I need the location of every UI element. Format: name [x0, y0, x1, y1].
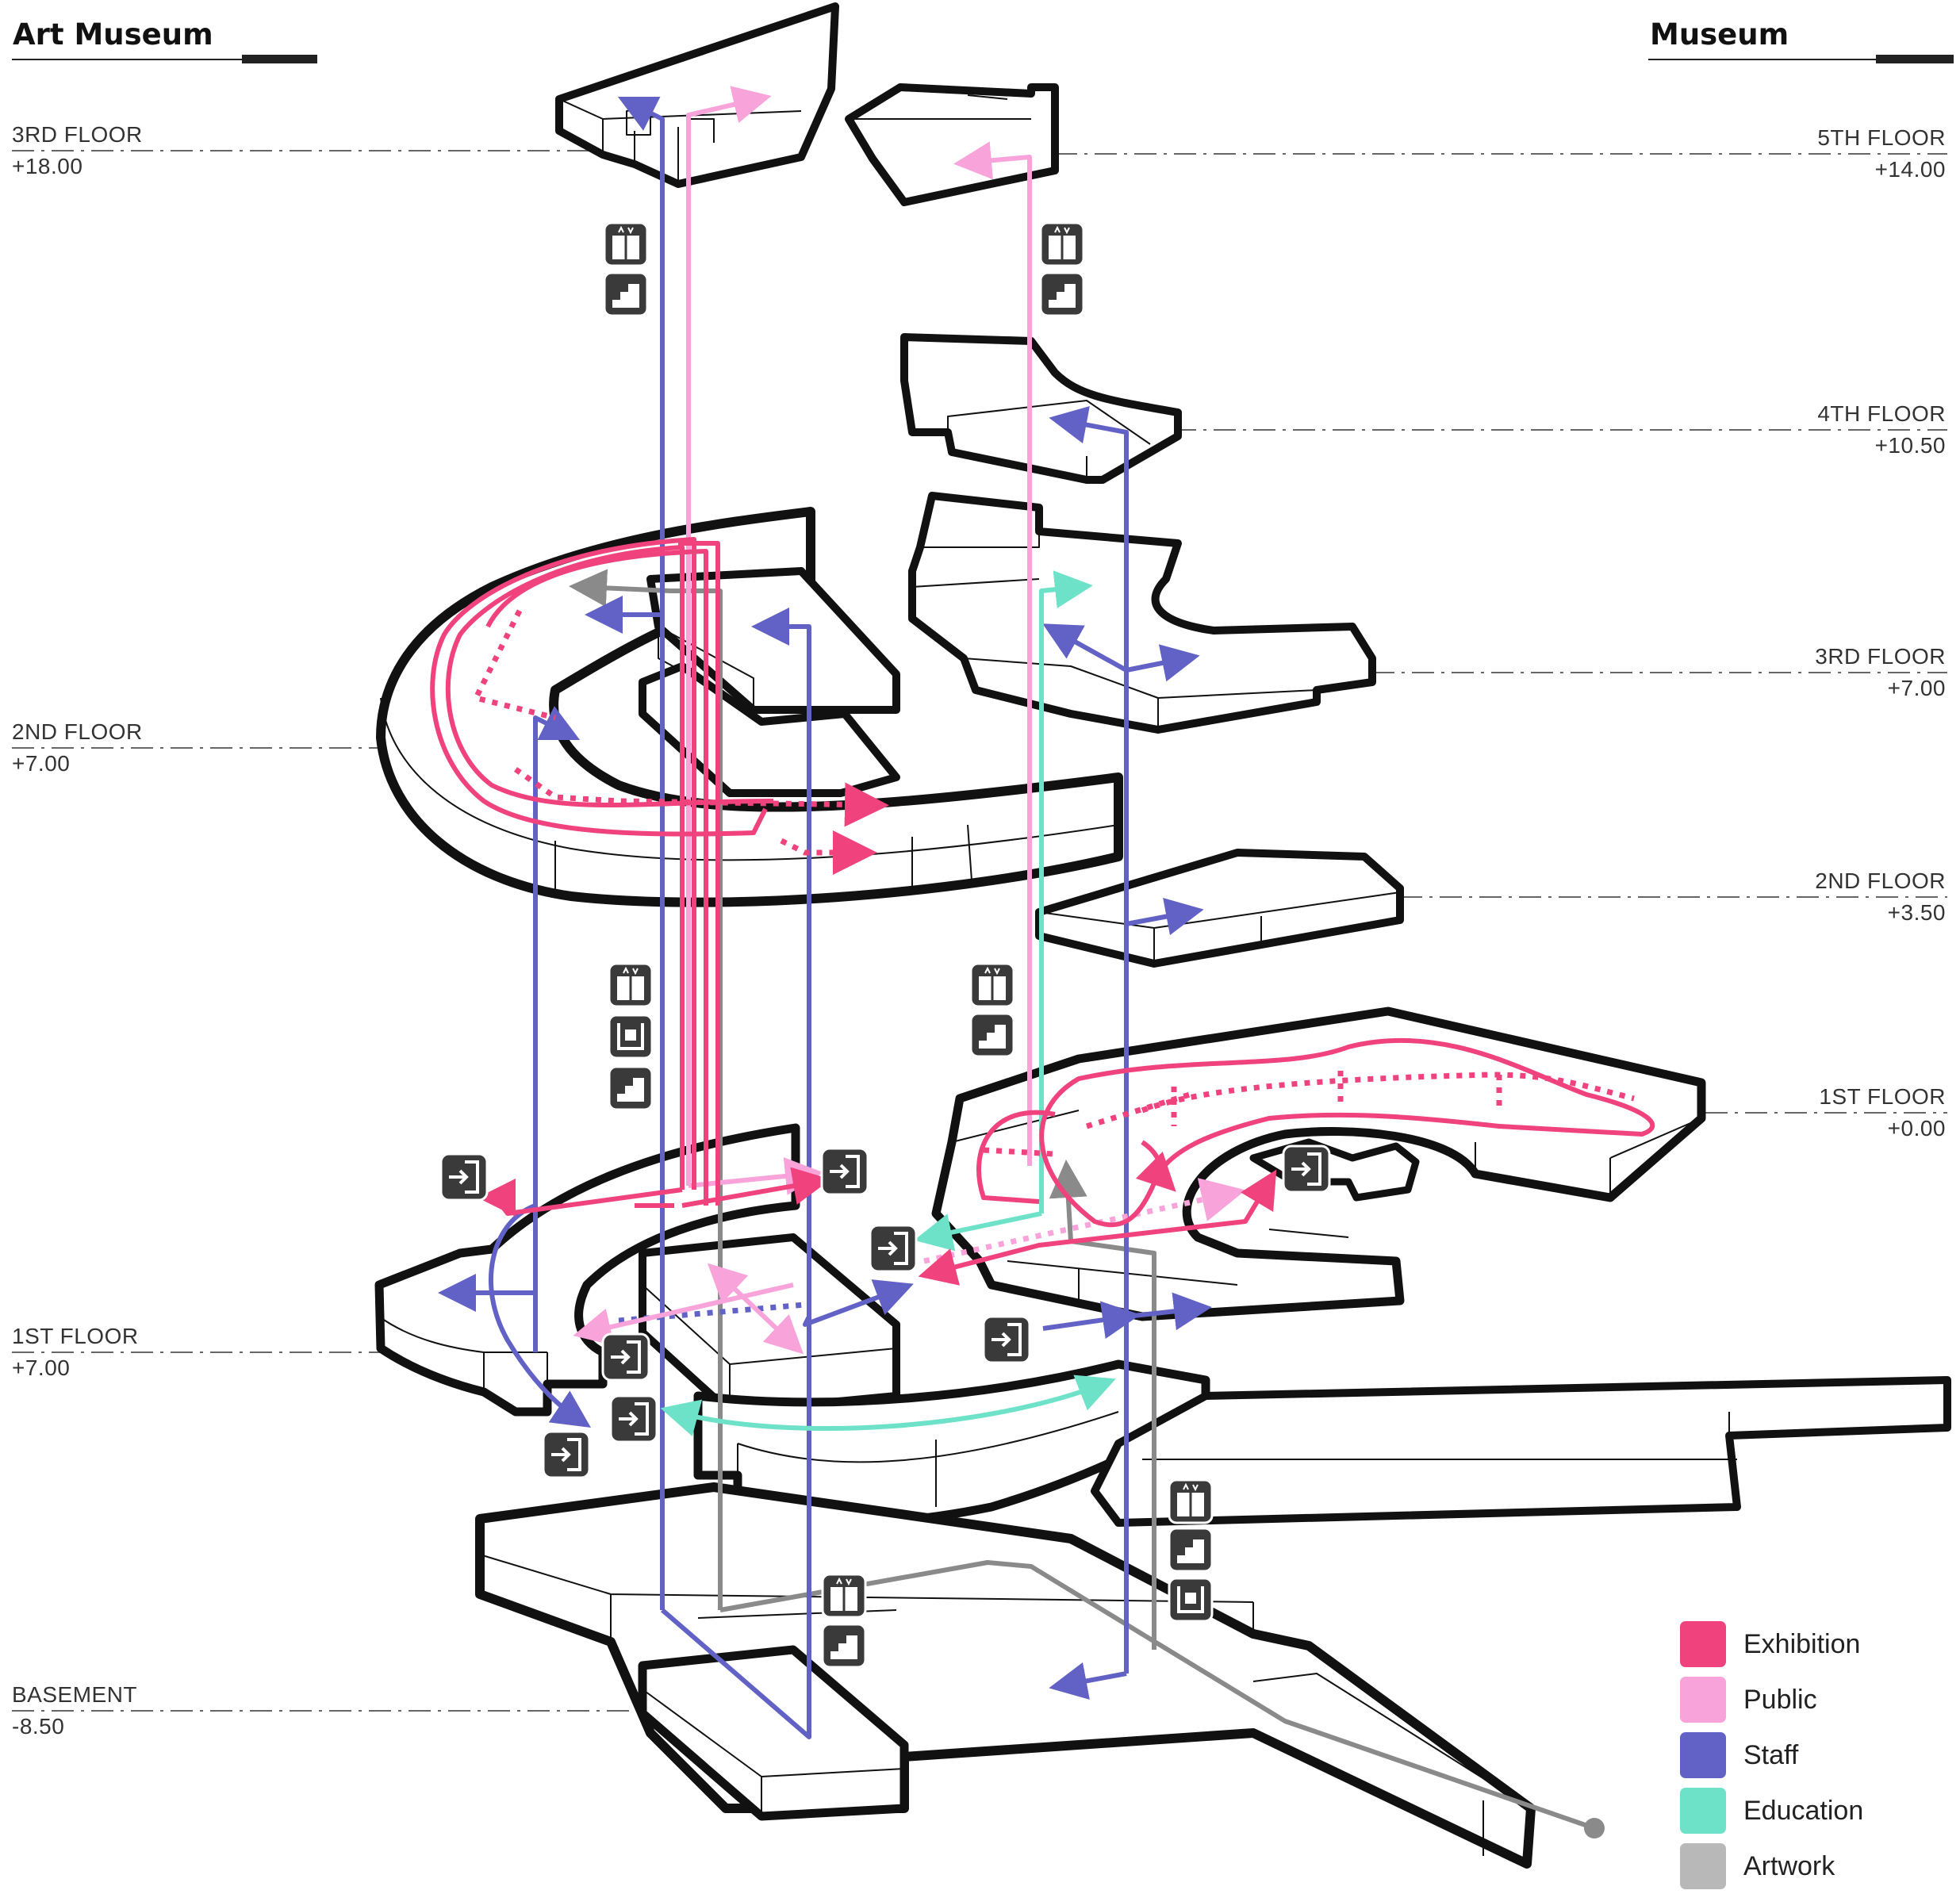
freight-elevator-icon — [1168, 1577, 1214, 1623]
art-museum-title-rule — [12, 59, 317, 60]
legend-swatch — [1680, 1843, 1726, 1889]
elevator-icon — [1039, 221, 1085, 267]
level-name: 1ST FLOOR — [1819, 1084, 1946, 1109]
level-name: 1ST FLOOR — [12, 1324, 139, 1348]
level-name: 3RD FLOOR — [12, 122, 143, 147]
legend-swatch — [1680, 1732, 1726, 1778]
legend: Exhibition Public Staff Education Artwor… — [1680, 1616, 1863, 1894]
exit-icon — [542, 1430, 591, 1479]
art-museum-title: Art Museum — [13, 17, 213, 52]
level-name: 3RD FLOOR — [1815, 644, 1946, 669]
level-label-art-2nd-floor: 2ND FLOOR +7.00 — [12, 716, 143, 780]
level-name: 2ND FLOOR — [12, 719, 143, 744]
art-museum-title-bar — [242, 55, 317, 63]
legend-item-public: Public — [1680, 1672, 1863, 1727]
art-3rd-floor-slab — [555, 2, 839, 188]
legend-label: Artwork — [1743, 1850, 1835, 1881]
museum-3rd-floor-slab — [908, 492, 1376, 734]
legend-swatch — [1680, 1788, 1726, 1834]
elevator-icon — [821, 1573, 867, 1619]
legend-swatch — [1680, 1677, 1726, 1723]
level-elevation: +14.00 — [1874, 157, 1946, 182]
museum-2nd-floor-slab — [1035, 849, 1404, 968]
legend-label: Exhibition — [1743, 1628, 1861, 1659]
level-elevation: +18.00 — [12, 154, 83, 178]
legend-label: Education — [1743, 1795, 1864, 1826]
museum-title: Museum — [1650, 17, 1789, 52]
level-label-museum-1st-floor: 1ST FLOOR +0.00 — [1819, 1081, 1946, 1144]
museum-title-bar — [1876, 55, 1954, 63]
public-paths — [573, 86, 1032, 1355]
museum-5th-floor-slab — [845, 83, 1059, 206]
stairs-icon — [969, 1012, 1015, 1058]
elevator-icon — [969, 962, 1015, 1008]
exit-icon — [820, 1147, 869, 1196]
elevator-icon — [608, 962, 654, 1008]
level-label-museum-2nd-floor: 2ND FLOOR +3.50 — [1815, 865, 1946, 929]
museum-title-rule — [1648, 59, 1954, 60]
elevator-icon — [1168, 1478, 1214, 1524]
legend-item-staff: Staff — [1680, 1727, 1863, 1783]
exit-icon — [439, 1152, 489, 1202]
legend-label: Staff — [1743, 1739, 1799, 1770]
level-elevation: -8.50 — [12, 1714, 65, 1739]
level-name: BASEMENT — [12, 1682, 138, 1707]
level-name: 4TH FLOOR — [1817, 401, 1946, 426]
level-elevation: +0.00 — [1887, 1116, 1946, 1141]
exit-icon — [609, 1394, 658, 1444]
legend-item-exhibition: Exhibition — [1680, 1616, 1863, 1672]
exit-icon — [601, 1332, 650, 1382]
level-label-museum-3rd-floor: 3RD FLOOR +7.00 — [1815, 641, 1946, 704]
legend-swatch — [1680, 1621, 1726, 1667]
stairs-icon — [603, 271, 649, 317]
legend-label: Public — [1743, 1684, 1817, 1715]
level-elevation: +7.00 — [12, 1355, 71, 1380]
level-elevation: +10.50 — [1874, 433, 1946, 458]
art-basement-slab — [475, 1482, 1536, 1869]
level-guide-lines — [12, 150, 1947, 1712]
level-label-art-basement: BASEMENT -8.50 — [12, 1679, 137, 1743]
exhibition-paths — [430, 537, 1655, 1286]
exit-icon — [982, 1315, 1031, 1364]
level-label-museum-5th-floor: 5TH FLOOR +14.00 — [1817, 122, 1946, 186]
level-label-art-3rd-floor: 3RD FLOOR +18.00 — [12, 119, 143, 182]
stairs-icon — [608, 1065, 654, 1111]
level-label-art-1st-floor: 1ST FLOOR +7.00 — [12, 1321, 139, 1384]
exhibition-dotted-paths — [471, 609, 1635, 1157]
artwork-entry-marker — [1584, 1818, 1605, 1838]
legend-item-education: Education — [1680, 1783, 1863, 1838]
legend-item-artwork: Artwork — [1680, 1838, 1863, 1894]
freight-elevator-icon — [608, 1014, 654, 1060]
exit-icon — [1282, 1144, 1331, 1194]
stairs-icon — [1039, 271, 1085, 317]
level-elevation: +7.00 — [1887, 676, 1946, 700]
elevator-icon — [603, 221, 649, 267]
level-label-museum-4th-floor: 4TH FLOOR +10.50 — [1817, 398, 1946, 462]
museum-4th-floor-slab — [900, 333, 1182, 484]
level-name: 5TH FLOOR — [1817, 125, 1946, 150]
exit-icon — [869, 1224, 918, 1273]
stairs-icon — [1168, 1527, 1214, 1573]
stairs-icon — [821, 1623, 867, 1669]
level-elevation: +3.50 — [1887, 900, 1946, 925]
level-name: 2ND FLOOR — [1815, 868, 1946, 893]
level-elevation: +7.00 — [12, 751, 71, 776]
